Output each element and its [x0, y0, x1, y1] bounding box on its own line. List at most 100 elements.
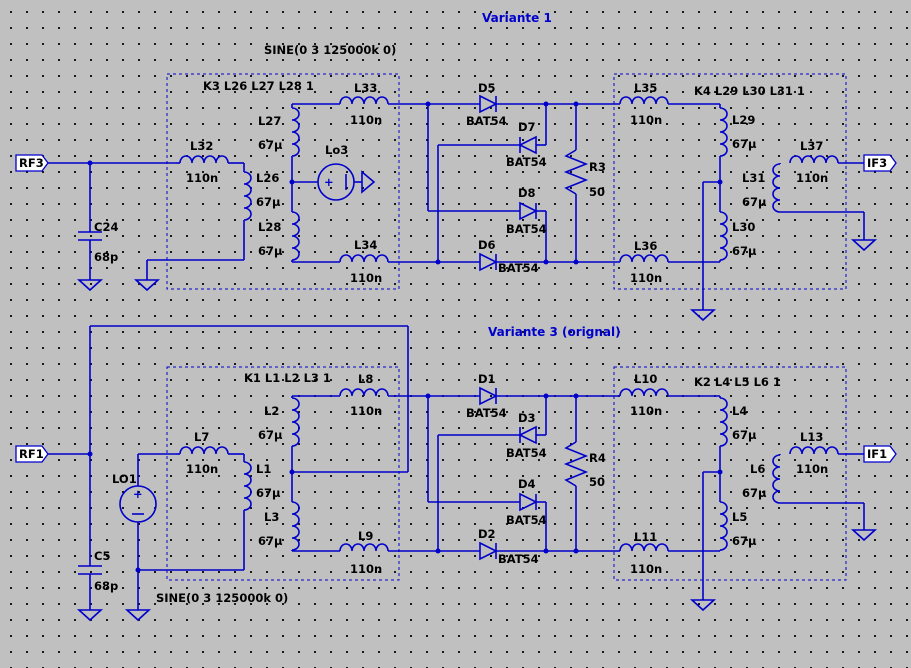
label-d8: D8 [518, 186, 536, 200]
value-l8: 110n [350, 404, 382, 418]
label-d4: D4 [518, 477, 536, 491]
inductor-l30[interactable] [719, 211, 728, 261]
sine-directive-bottom: SINE(0 3 125000k 0) [156, 591, 288, 605]
value-l5: 67µ [732, 534, 757, 548]
label-l9: L9 [358, 529, 373, 543]
value-l3: 67µ [258, 534, 283, 548]
label-lo1: LO1 [112, 472, 137, 486]
coupling-directive-k1: K1 L1 L2 L3 1 [244, 371, 331, 385]
inductor-l2[interactable] [291, 397, 300, 447]
value-c5: 68p [94, 579, 118, 593]
value-l28: 67µ [258, 244, 283, 258]
coupling-directive-k4: K4 L29 L30 L31 1 [694, 84, 805, 98]
label-d5: D5 [478, 81, 496, 95]
inductor-l13[interactable] [789, 446, 839, 455]
port-label-rf3: RF3 [19, 156, 44, 170]
inductor-l34[interactable] [339, 254, 389, 263]
ground-icon [78, 279, 102, 291]
inductor-l8[interactable] [339, 388, 389, 397]
label-d1: D1 [478, 372, 496, 386]
label-l6: L6 [750, 462, 765, 476]
ground-icon [691, 309, 715, 321]
label-l26: L26 [256, 171, 279, 185]
ground-icon [126, 609, 150, 621]
value-r4: 50 [589, 475, 605, 489]
rf3-port[interactable] [15, 154, 49, 172]
label-l32: L32 [190, 139, 213, 153]
diode-d1[interactable] [479, 387, 497, 405]
coupling-directive-k2: K2 L4 L5 L6 1 [694, 375, 781, 389]
inductor-l37[interactable] [789, 155, 839, 164]
inductor-l5[interactable] [719, 501, 728, 551]
value-l26: 67µ [256, 195, 281, 209]
transformer-box-left-top [166, 73, 400, 290]
label-l37: L37 [800, 139, 823, 153]
label-l33: L33 [354, 81, 377, 95]
diode-d7[interactable] [519, 136, 537, 154]
label-r4: R4 [589, 451, 606, 465]
transformer-box-right-top [613, 73, 847, 290]
value-l7: 110n [186, 462, 218, 476]
inductor-l10[interactable] [619, 388, 669, 397]
inductor-l9[interactable] [339, 543, 389, 552]
diode-d4[interactable] [519, 493, 537, 511]
value-l32: 110n [186, 171, 218, 185]
value-l37: 110n [796, 171, 828, 185]
value-l6: 67µ [742, 486, 767, 500]
transformer-box-right-bottom [613, 366, 847, 581]
rf1-port[interactable] [15, 445, 49, 463]
port-label-if3: IF3 [867, 156, 887, 170]
value-l30: 67µ [732, 244, 757, 258]
label-l29: L29 [732, 113, 755, 127]
inductor-l28[interactable] [291, 211, 300, 261]
value-l31: 67µ [742, 195, 767, 209]
inductor-l7[interactable] [179, 446, 229, 455]
inductor-l27[interactable] [291, 107, 300, 157]
diode-d3[interactable] [519, 426, 537, 444]
ground-icon [78, 609, 102, 621]
value-l11: 110n [630, 562, 662, 576]
diode-d5[interactable] [479, 95, 497, 113]
inductor-l4[interactable] [719, 397, 728, 447]
inductor-l32[interactable] [179, 155, 229, 164]
diode-d8[interactable] [519, 202, 537, 220]
value-d8: BAT54 [506, 222, 547, 236]
resistor-r4[interactable] [563, 441, 589, 487]
diode-d6[interactable] [479, 253, 497, 271]
value-d1: BAT54 [466, 406, 507, 420]
if3-port[interactable] [863, 154, 897, 172]
resistor-r3[interactable] [563, 149, 589, 195]
value-r3: 50 [589, 185, 605, 199]
inductor-l31[interactable] [772, 163, 781, 213]
label-l31: L31 [742, 171, 765, 185]
value-l2: 67µ [258, 428, 283, 442]
ground-icon [691, 599, 715, 611]
inductor-l3[interactable] [291, 501, 300, 551]
diode-d2[interactable] [479, 542, 497, 560]
value-d7: BAT54 [506, 155, 547, 169]
value-l33: 110n [350, 113, 382, 127]
inductor-l1[interactable] [243, 461, 252, 511]
label-d7: D7 [518, 120, 536, 134]
value-l29: 67µ [732, 137, 757, 151]
port-label-rf1: RF1 [19, 447, 44, 461]
label-l30: L30 [732, 220, 755, 234]
label-d3: D3 [518, 411, 536, 425]
inductor-l33[interactable] [339, 96, 389, 105]
label-l1: L1 [256, 462, 271, 476]
inductor-l26[interactable] [243, 171, 252, 221]
ground-icon [135, 279, 159, 291]
inductor-l6[interactable] [772, 454, 781, 504]
inductor-l35[interactable] [619, 96, 669, 105]
label-l13: L13 [800, 430, 823, 444]
label-l10: L10 [634, 372, 657, 386]
if1-port[interactable] [863, 445, 897, 463]
value-l36: 110n [630, 271, 662, 285]
inductor-l29[interactable] [719, 107, 728, 157]
value-l13: 110n [796, 462, 828, 476]
inductor-l36[interactable] [619, 254, 669, 263]
inductor-l11[interactable] [619, 543, 669, 552]
value-l27: 67µ [258, 138, 283, 152]
label-l28: L28 [258, 220, 281, 234]
